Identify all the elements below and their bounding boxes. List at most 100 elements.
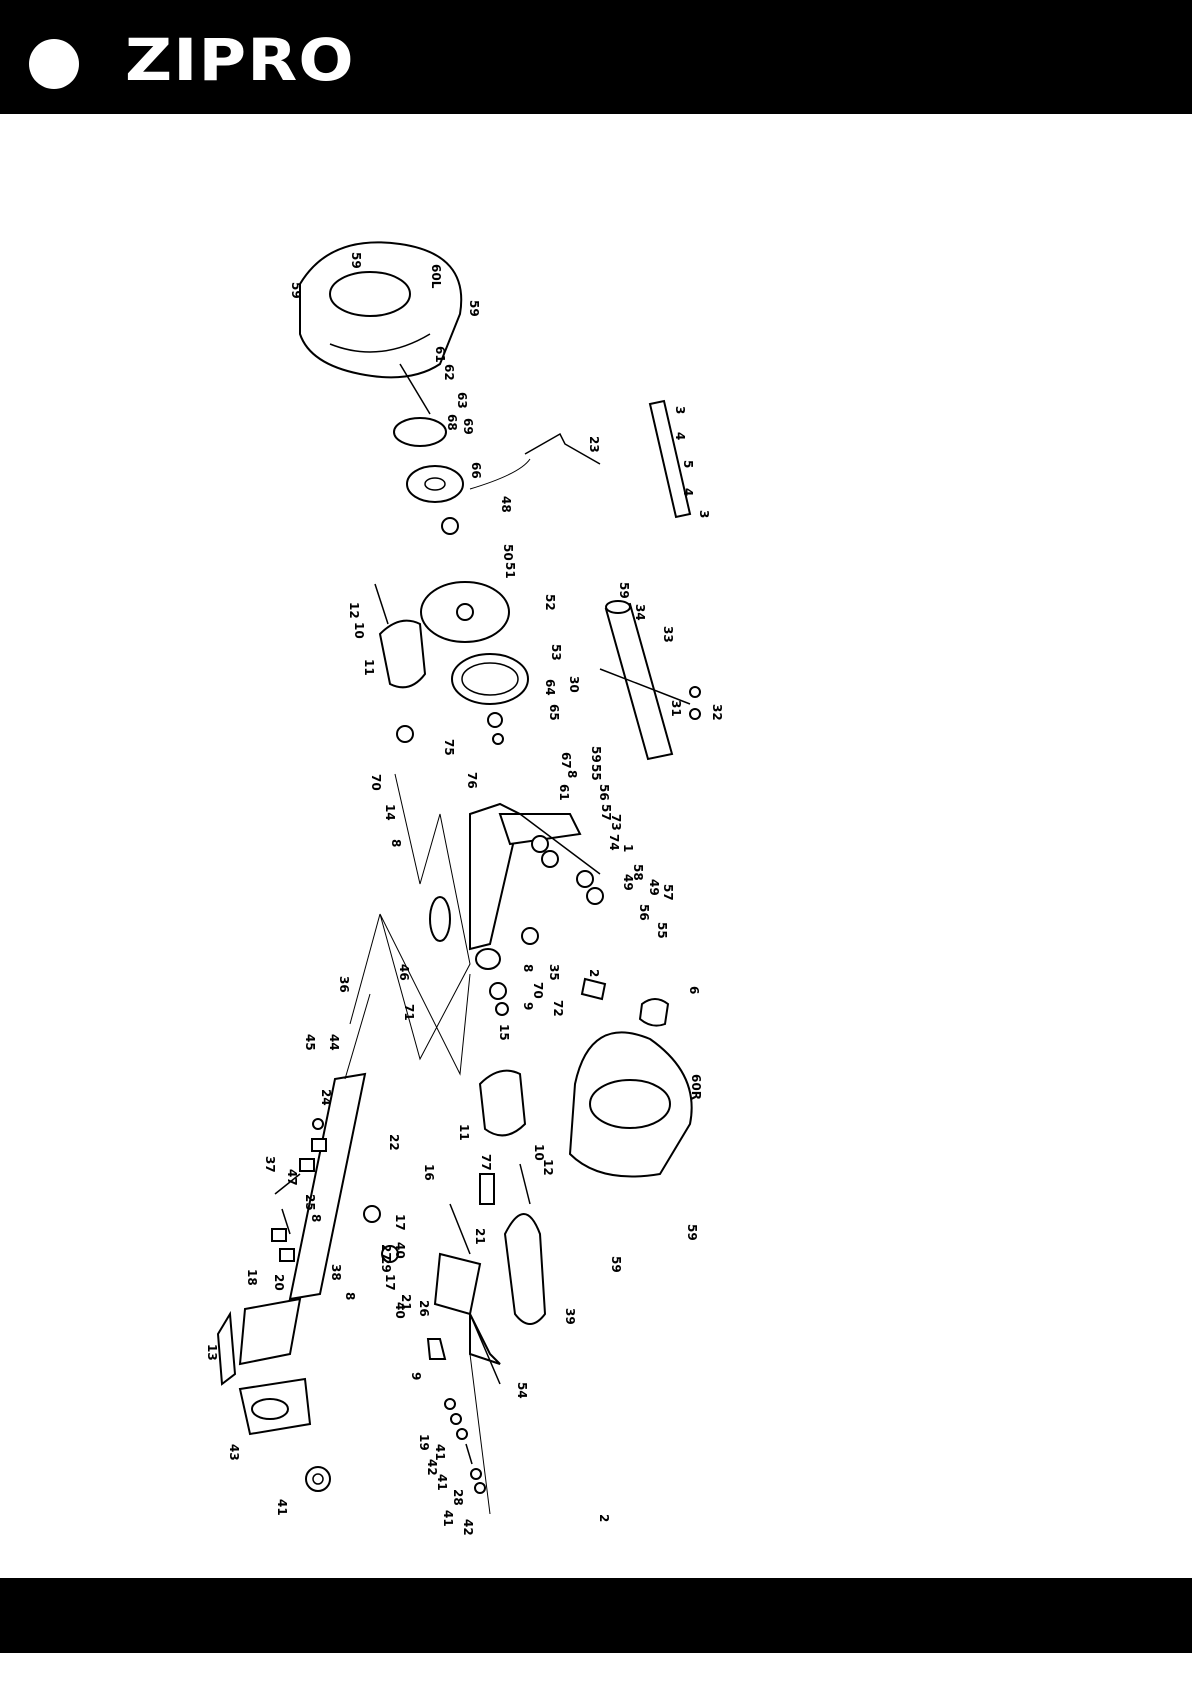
part-number-label: 63 (455, 392, 469, 409)
rail-beam-part (271, 993, 399, 1301)
front-base-part (216, 1297, 331, 1492)
part-number-label: 12 (541, 1159, 555, 1176)
part-number-label: 59 (467, 300, 481, 317)
part-number-label: 45 (303, 1034, 317, 1051)
part-number-label: 10 (532, 1144, 546, 1161)
part-number-label: 76 (465, 772, 479, 789)
connector-leads (349, 773, 471, 1076)
part-number-label: 11 (362, 659, 376, 676)
part-number-label: 61 (557, 784, 571, 801)
crank-assembly-part (393, 363, 529, 745)
part-number-label: 42 (425, 1459, 439, 1476)
part-number-label: 60L (429, 264, 443, 289)
part-number-label: 9 (521, 1002, 535, 1010)
part-number-label: 41 (441, 1510, 455, 1527)
part-number-label: 64 (543, 679, 557, 696)
part-number-label: 49 (647, 879, 661, 896)
part-number-label: 59 (289, 282, 303, 299)
handle-bar-part (469, 432, 601, 490)
part-number-label: 18 (245, 1269, 259, 1286)
part-number-label: 50 (501, 544, 515, 561)
part-number-label: 3 (697, 510, 711, 518)
part-number-label: 20 (272, 1274, 286, 1291)
part-number-label: 8 (389, 839, 403, 847)
part-number-label: 59 (349, 252, 363, 269)
part-number-label: 24 (319, 1089, 333, 1106)
part-number-label: 70 (531, 982, 545, 999)
part-number-label: 42 (461, 1519, 475, 1536)
part-number-label: 2 (587, 969, 601, 977)
part-number-label: 74 (607, 834, 621, 851)
part-number-label: 53 (549, 644, 563, 661)
part-number-label: 54 (515, 1382, 529, 1399)
main-frame-part (396, 725, 604, 1016)
part-number-label: 65 (547, 704, 561, 721)
part-number-label: 35 (547, 964, 561, 981)
part-number-label: 22 (387, 1134, 401, 1151)
part-number-label: 75 (442, 739, 456, 756)
part-number-label: 47 (285, 1169, 299, 1186)
seat-assembly-part (426, 1173, 547, 1385)
cover-right-part (568, 1031, 693, 1178)
part-number-label: 8 (565, 770, 579, 778)
part-number-label: 4 (673, 432, 687, 440)
part-number-label: 60R (689, 1074, 703, 1100)
part-number-label: 33 (661, 626, 675, 643)
part-number-label: 28 (451, 1489, 465, 1506)
part-number-label: 13 (205, 1344, 219, 1361)
part-number-label: 21 (473, 1228, 487, 1245)
part-number-label: 70 (369, 774, 383, 791)
part-number-label: 41 (435, 1474, 449, 1491)
end-cap-parts (580, 977, 670, 1027)
part-number-label: 4 (681, 488, 695, 496)
part-number-label: 41 (275, 1499, 289, 1516)
part-number-label: 9 (409, 1372, 423, 1380)
part-number-label: 34 (633, 604, 647, 621)
part-number-label: 1 (621, 844, 635, 852)
part-number-label: 57 (599, 804, 613, 821)
part-number-label: 32 (710, 704, 724, 721)
part-number-label: 10 (352, 622, 366, 639)
part-number-label: 44 (327, 1034, 341, 1051)
part-number-label: 27 (379, 1244, 393, 1261)
bolt-washer-parts (444, 1353, 491, 1515)
part-number-label: 5 (681, 460, 695, 468)
seat-tube-part (599, 600, 701, 761)
part-number-label: 59 (617, 582, 631, 599)
part-number-label: 59 (609, 1256, 623, 1273)
part-number-label: 8 (343, 1292, 357, 1300)
part-number-label: 41 (433, 1444, 447, 1461)
part-number-label: 40 (393, 1302, 407, 1319)
part-number-label: 17 (383, 1274, 397, 1291)
part-number-label: 62 (442, 364, 456, 381)
part-number-label: 67 (559, 752, 573, 769)
part-number-label: 36 (337, 976, 351, 993)
part-number-label: 38 (329, 1264, 343, 1281)
part-number-label: 56 (637, 904, 651, 921)
part-number-label: 55 (655, 922, 669, 939)
part-number-label: 49 (621, 874, 635, 891)
part-number-label: 48 (499, 496, 513, 513)
part-number-label: 3 (673, 406, 687, 414)
part-number-label: 19 (417, 1434, 431, 1451)
brand-logo: ZIPRO (125, 26, 355, 94)
part-number-label: 69 (461, 418, 475, 435)
part-number-label: 29 (379, 1256, 393, 1273)
footer-bar (0, 1578, 1192, 1653)
part-number-label: 46 (397, 964, 411, 981)
part-number-label: 51 (503, 562, 517, 579)
axle-tube-part (648, 399, 692, 519)
part-number-label: 39 (563, 1308, 577, 1325)
part-number-label: 73 (609, 814, 623, 831)
header-bar: ZIPRO (0, 0, 1192, 114)
part-number-label: 56 (597, 784, 611, 801)
part-number-label: 26 (417, 1300, 431, 1317)
part-number-label: 12 (347, 602, 361, 619)
part-number-label: 40 (393, 1242, 407, 1259)
part-number-label: 66 (469, 462, 483, 479)
part-number-label: 55 (589, 764, 603, 781)
part-number-label: 43 (227, 1444, 241, 1461)
part-number-label: 8 (521, 964, 535, 972)
part-number-label: 59 (685, 1224, 699, 1241)
